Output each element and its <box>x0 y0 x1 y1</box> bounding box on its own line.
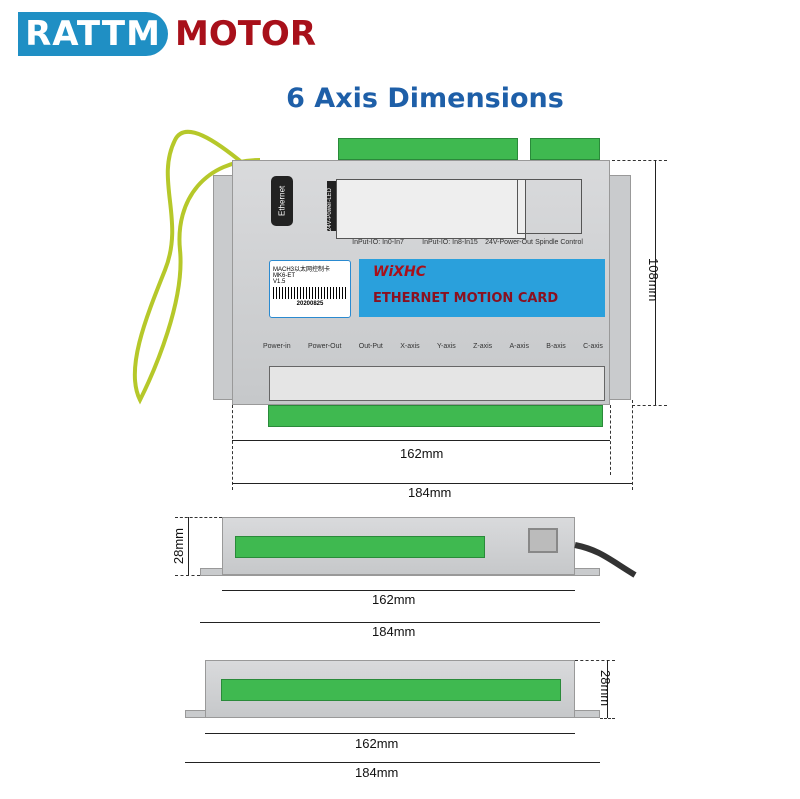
top-terminal-block <box>338 138 518 160</box>
dimension-line <box>655 160 656 405</box>
dimension-line <box>185 762 600 763</box>
side-board <box>222 517 575 575</box>
axis-group-label: X-axis <box>400 343 420 350</box>
dim-top-height: 108mm <box>646 258 661 302</box>
dim-side2-inner: 162mm <box>355 736 399 751</box>
dimension-line <box>200 622 600 623</box>
bottom-terminal-block <box>268 405 603 427</box>
axis-group-label: Y-axis <box>436 343 456 350</box>
dim-side1-height: 28mm <box>171 528 186 565</box>
dim-top-width-outer: 184mm <box>408 485 452 500</box>
side-view-front: 28mm 162mm 184mm <box>0 500 800 640</box>
group-label: InPut-IO: In8-In15 <box>422 239 478 246</box>
ethernet-label: Ethernet <box>271 176 293 226</box>
product-model: MK6-ET <box>273 273 296 279</box>
side-board <box>205 660 575 718</box>
motion-card-board: Ethernet 24V-Power-LED InPut-IO: In0-In7… <box>232 160 610 405</box>
serial-number: 20200825 <box>296 301 324 307</box>
side-view-back: 28mm 162mm 184mm <box>0 640 800 799</box>
dim-side2-outer: 184mm <box>355 765 399 780</box>
dim-side2-height: 28mm <box>598 670 613 707</box>
group-label: InPut-IO: In0-In7 <box>352 239 404 246</box>
axis-group-label: Out-Put <box>358 343 383 350</box>
axis-group-label: C-axis <box>583 343 603 350</box>
axis-group-label: Power-Out <box>307 343 342 350</box>
ethernet-cable <box>574 542 637 578</box>
product-sticker: MACH3以太网控制卡 MK6-ET V1.5 20200825 <box>269 260 351 318</box>
side-terminal-block <box>235 536 485 558</box>
side-terminal-block <box>221 679 561 701</box>
mount-ear-right <box>607 175 631 400</box>
product-version: V1.5 <box>273 279 286 285</box>
axis-group-label: A-axis <box>509 343 529 350</box>
spindle-panel <box>517 179 582 234</box>
dim-side1-outer: 184mm <box>372 624 416 639</box>
dimension-line <box>205 733 575 734</box>
dimension-line <box>607 660 608 718</box>
input-io-panel <box>336 179 526 239</box>
page-title: 6 Axis Dimensions <box>286 83 564 114</box>
dim-side1-inner: 162mm <box>372 592 416 607</box>
spindle-terminal-block <box>530 138 600 160</box>
axis-group-label: Z-axis <box>473 343 493 350</box>
axis-labels: Power-in Power-Out Out-Put X-axis Y-axis Z-ax… <box>263 343 603 350</box>
top-view: Ethernet 24V-Power-LED InPut-IO: In0-In7… <box>213 138 667 500</box>
product-name: MACH3以太网控制卡 <box>273 267 331 273</box>
dim-top-width-inner: 162mm <box>400 446 444 461</box>
ground-wire <box>132 129 261 405</box>
dimension-line <box>232 440 610 441</box>
dimension-line <box>232 483 632 484</box>
brand-logo-left: RATTM <box>18 12 168 56</box>
ethernet-port <box>528 528 558 553</box>
axis-terminal-panel <box>269 366 605 401</box>
dimension-line <box>222 590 575 591</box>
dimension-line <box>188 517 189 575</box>
group-label: Spindle Control <box>535 239 583 246</box>
group-label: 24V-Power-Out <box>485 239 533 246</box>
card-nameplate: WiXHC ETHERNET MOTION CARD <box>359 259 605 317</box>
barcode <box>273 287 347 299</box>
brand-logo-right: MOTOR <box>175 14 317 54</box>
wixhc-logo: WiXHC <box>373 264 427 280</box>
card-name: ETHERNET MOTION CARD <box>373 291 559 306</box>
axis-group-label: Power-in <box>263 343 291 350</box>
axis-group-label: B-axis <box>546 343 566 350</box>
